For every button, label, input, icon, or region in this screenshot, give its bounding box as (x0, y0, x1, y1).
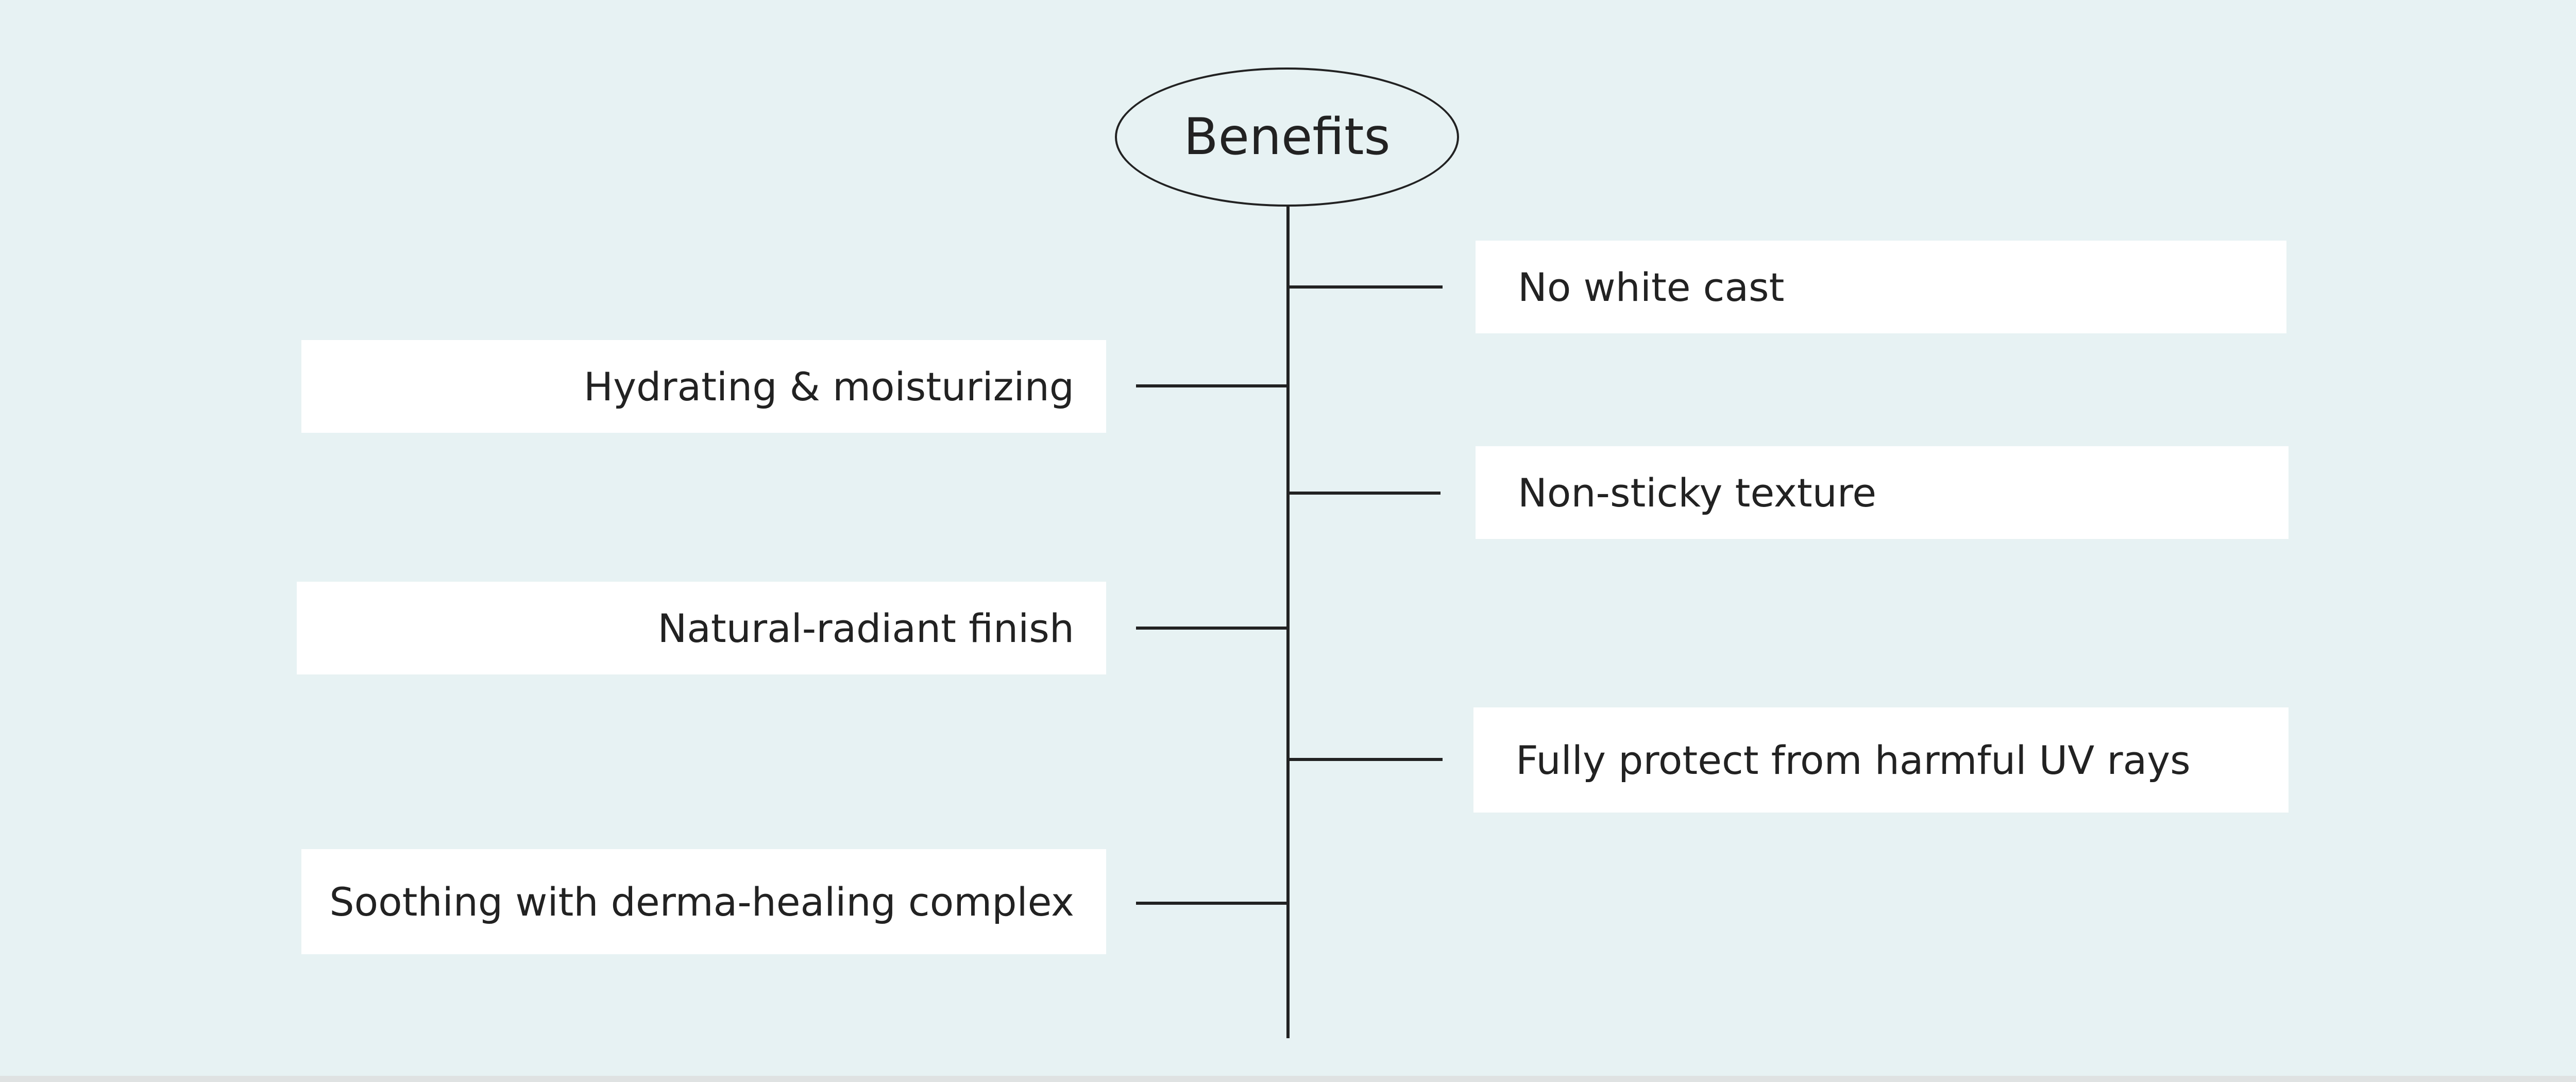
benefit-label: Hydrating & moisturizing (583, 363, 1074, 410)
benefit-box-soothing: Soothing with derma-healing complex (301, 849, 1106, 954)
benefit-label: Non-sticky texture (1518, 469, 1877, 516)
benefit-box-non-sticky: Non-sticky texture (1476, 446, 2289, 539)
benefit-box-uv-protect: Fully protect from harmful UV rays (1473, 707, 2289, 813)
benefit-box-hydrating: Hydrating & moisturizing (301, 340, 1106, 433)
diagram-title: Benefits (1115, 67, 1459, 207)
bottom-divider (0, 1076, 2576, 1082)
benefit-label: No white cast (1518, 264, 1785, 310)
benefit-label: Fully protect from harmful UV rays (1516, 737, 2191, 783)
benefit-label: Natural-radiant finish (657, 605, 1074, 651)
benefit-box-no-white-cast: No white cast (1476, 241, 2286, 333)
benefit-box-natural-radiant: Natural-radiant finish (297, 582, 1106, 674)
benefit-label: Soothing with derma-healing complex (329, 878, 1074, 925)
